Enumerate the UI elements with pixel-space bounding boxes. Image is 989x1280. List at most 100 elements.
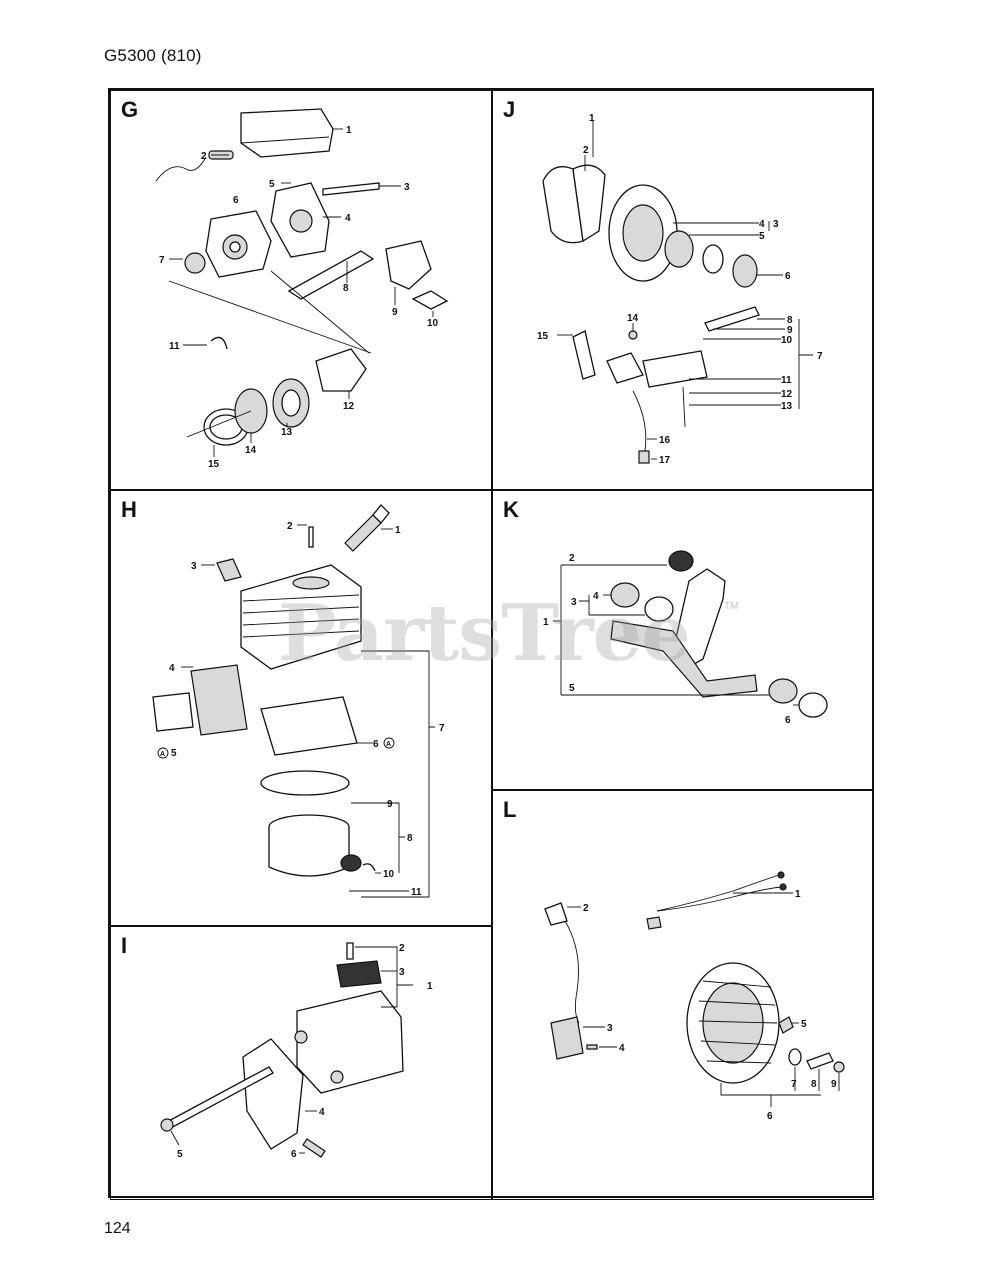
panel-g-callouts: 1 2 3 4 5 6 7 8 9 10 11 12 13 14 15 [159,125,439,470]
ignition-lead [564,920,580,1024]
flywheel-nut [778,1016,794,1034]
callout-9: 9 [392,307,398,318]
callout-10: 10 [427,318,439,329]
callout-13: 13 [781,401,793,412]
spark-plug-cap [544,902,568,926]
callout-5: 5 [177,1149,183,1160]
needle-bearing [702,244,724,274]
panel-i-letter: I [121,933,128,958]
parts-diagram-grid: G [108,88,874,1200]
callout-6-mark: A [386,741,391,748]
ignition-module [550,1016,584,1060]
wire-clip [155,156,207,182]
callout-2: 2 [399,943,405,954]
callout-2: 2 [287,521,293,532]
watermark-trademark: TM [724,601,739,612]
document-title: G5300 (810) [104,46,202,65]
callout-3: 3 [404,182,410,193]
panel-g-drawing: 1 2 3 4 5 6 7 8 9 10 11 12 13 14 15 [155,108,449,470]
oil-hose [632,390,647,452]
callout-5-mark: A [160,751,165,758]
pump-housing [606,352,644,384]
air-filter-cover [240,108,334,158]
starter-pawl [788,1048,802,1066]
callout-11: 11 [781,375,792,386]
pawl-bolt [833,1061,845,1073]
callout-11: 11 [411,887,422,898]
bearing-right [768,678,798,704]
panel-h[interactable]: H 1 2 [110,490,492,926]
callout-8: 8 [787,315,793,326]
panel-k-drawing: 1 2 3 4 5 6 [543,550,828,726]
callout-3: 3 [191,561,197,572]
callout-1: 1 [589,113,595,124]
throttle-rod [287,250,375,300]
panel-l[interactable]: L 1 2 3 4 5 6 [492,790,874,1200]
ignition-module-screw [586,1044,598,1050]
crankshaft [610,568,758,698]
callout-7: 7 [791,1079,797,1090]
oil-filter [638,450,650,464]
circlip [210,336,228,350]
pump-bolt [628,330,638,340]
panel-h-callouts: 1 2 3 4 A 5 6 A 7 8 9 10 11 [157,521,445,898]
callout-5: 5 [569,683,575,694]
pump-worm-gear [704,306,760,332]
panel-i-callouts: 2 1 3 4 5 6 [170,943,433,1160]
pawl-spring [806,1052,834,1070]
callout-3: 3 [399,967,405,978]
intake-boot [272,378,310,428]
clutch-shoes [542,164,606,244]
callout-15: 15 [208,459,220,470]
callout-17: 17 [659,455,671,466]
callout-2: 2 [569,553,575,564]
guide-line [168,280,372,354]
callout-6: 6 [233,195,239,206]
callout-5: 5 [801,1019,807,1030]
cylinder-screw [308,526,314,548]
carburetor-body [205,210,272,278]
panel-j[interactable]: J 1 2 3 4 [492,90,874,490]
callout-10: 10 [781,335,793,346]
manifold-flange [315,348,367,392]
callout-2: 2 [583,145,589,156]
panel-h-drawing: 1 2 3 4 A 5 6 A 7 8 9 10 11 [152,504,445,898]
panel-j-callouts: 1 2 3 4 5 6 7 8 9 10 11 12 13 14 15 16 1… [537,113,823,466]
oil-seal-right [798,692,828,718]
spring-clip [411,290,449,310]
panel-g[interactable]: G [110,90,492,490]
crankshaft-seal [644,596,674,622]
callout-4: 4 [319,1107,325,1118]
watermark-text: PartsTree [278,588,691,679]
callout-6: 6 [767,1111,773,1122]
callout-12: 12 [343,401,355,412]
callout-4: 4 [345,213,351,224]
panel-i-drawing: 2 1 3 4 5 6 [160,942,433,1160]
piston-pin-circlip [362,863,376,872]
callout-6: 6 [785,715,791,726]
panel-h-letter: H [121,497,137,522]
panel-i[interactable]: I 2 1 3 4 5 6 [110,926,492,1200]
callout-15: 15 [537,331,549,342]
callout-4: 4 [593,591,599,602]
callout-1: 1 [427,981,433,992]
callout-1: 1 [346,125,352,136]
callout-3: 3 [571,597,577,608]
throttle-trigger [385,240,432,290]
panel-j-letter: J [503,97,516,122]
rim-sprocket [664,230,694,268]
callout-14: 14 [245,445,257,456]
panel-k-callouts: 1 2 3 4 5 6 [543,553,799,726]
intake-gasket [184,252,206,274]
panel-k[interactable]: K 1 2 3 4 5 6 [492,490,874,790]
cylinder [240,564,362,670]
callout-4: 4 [169,663,175,674]
needle-bearing [340,854,362,872]
muffler-gasket [152,692,194,732]
callout-4: 4 [619,1043,625,1054]
callout-5: 5 [759,231,765,242]
callout-2: 2 [201,151,207,162]
muffler-bracket [242,1038,304,1150]
callout-3: 3 [607,1023,613,1034]
bracket-screw [302,1138,326,1158]
